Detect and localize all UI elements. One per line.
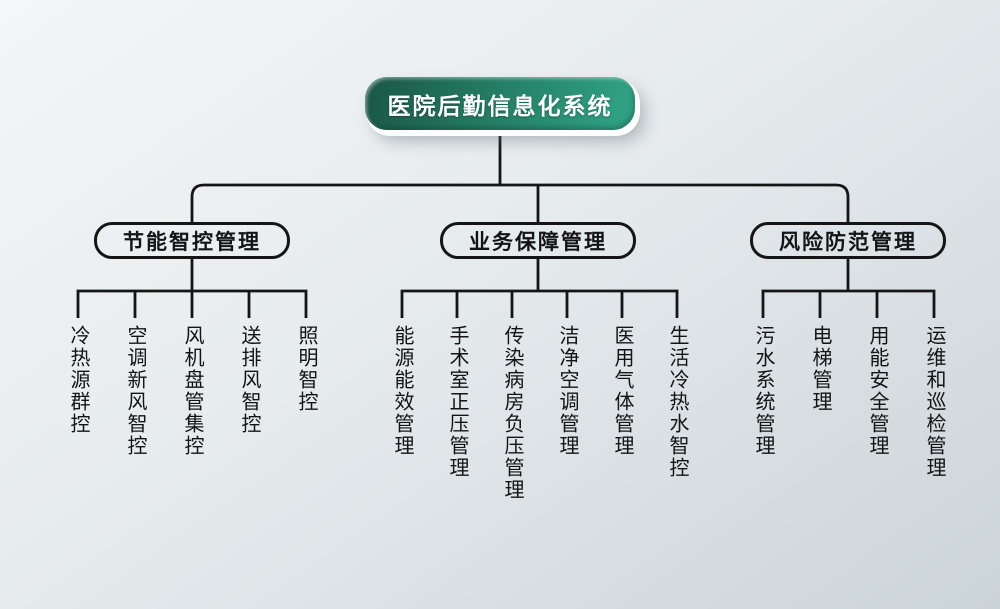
branch-node-energy-saving: 节能智控管理 xyxy=(94,222,290,259)
leaf-node: 风机盘管集控 xyxy=(181,325,203,457)
root-node: 医院后勤信息化系统 xyxy=(365,77,635,130)
branch-node-label: 业务保障管理 xyxy=(469,230,607,254)
leaf-node: 医用气体管理 xyxy=(611,325,633,457)
leaf-node: 传染病房负压管理 xyxy=(501,325,523,501)
leaf-node: 生活冷热水智控 xyxy=(666,325,688,479)
leaf-node: 运维和巡检管理 xyxy=(923,325,945,479)
branch-node-risk-prevention: 风险防范管理 xyxy=(750,222,946,259)
leaf-node: 空调新风智控 xyxy=(124,325,146,457)
leaf-node: 污水系统管理 xyxy=(752,325,774,457)
branch-node-label: 风险防范管理 xyxy=(779,230,917,254)
branch-node-label: 节能智控管理 xyxy=(123,230,261,254)
leaf-node: 照明智控 xyxy=(295,325,317,413)
leaf-node: 送排风智控 xyxy=(238,325,260,435)
leaf-node: 能源能效管理 xyxy=(391,325,413,457)
leaf-node: 用能安全管理 xyxy=(866,325,888,457)
leaf-node: 手术室正压管理 xyxy=(446,325,468,479)
branch-node-service-support: 业务保障管理 xyxy=(440,222,636,259)
leaf-node: 电梯管理 xyxy=(809,325,831,413)
leaf-node: 洁净空调管理 xyxy=(556,325,578,457)
leaf-node: 冷热源群控 xyxy=(67,325,89,435)
root-node-label: 医院后勤信息化系统 xyxy=(387,92,613,119)
